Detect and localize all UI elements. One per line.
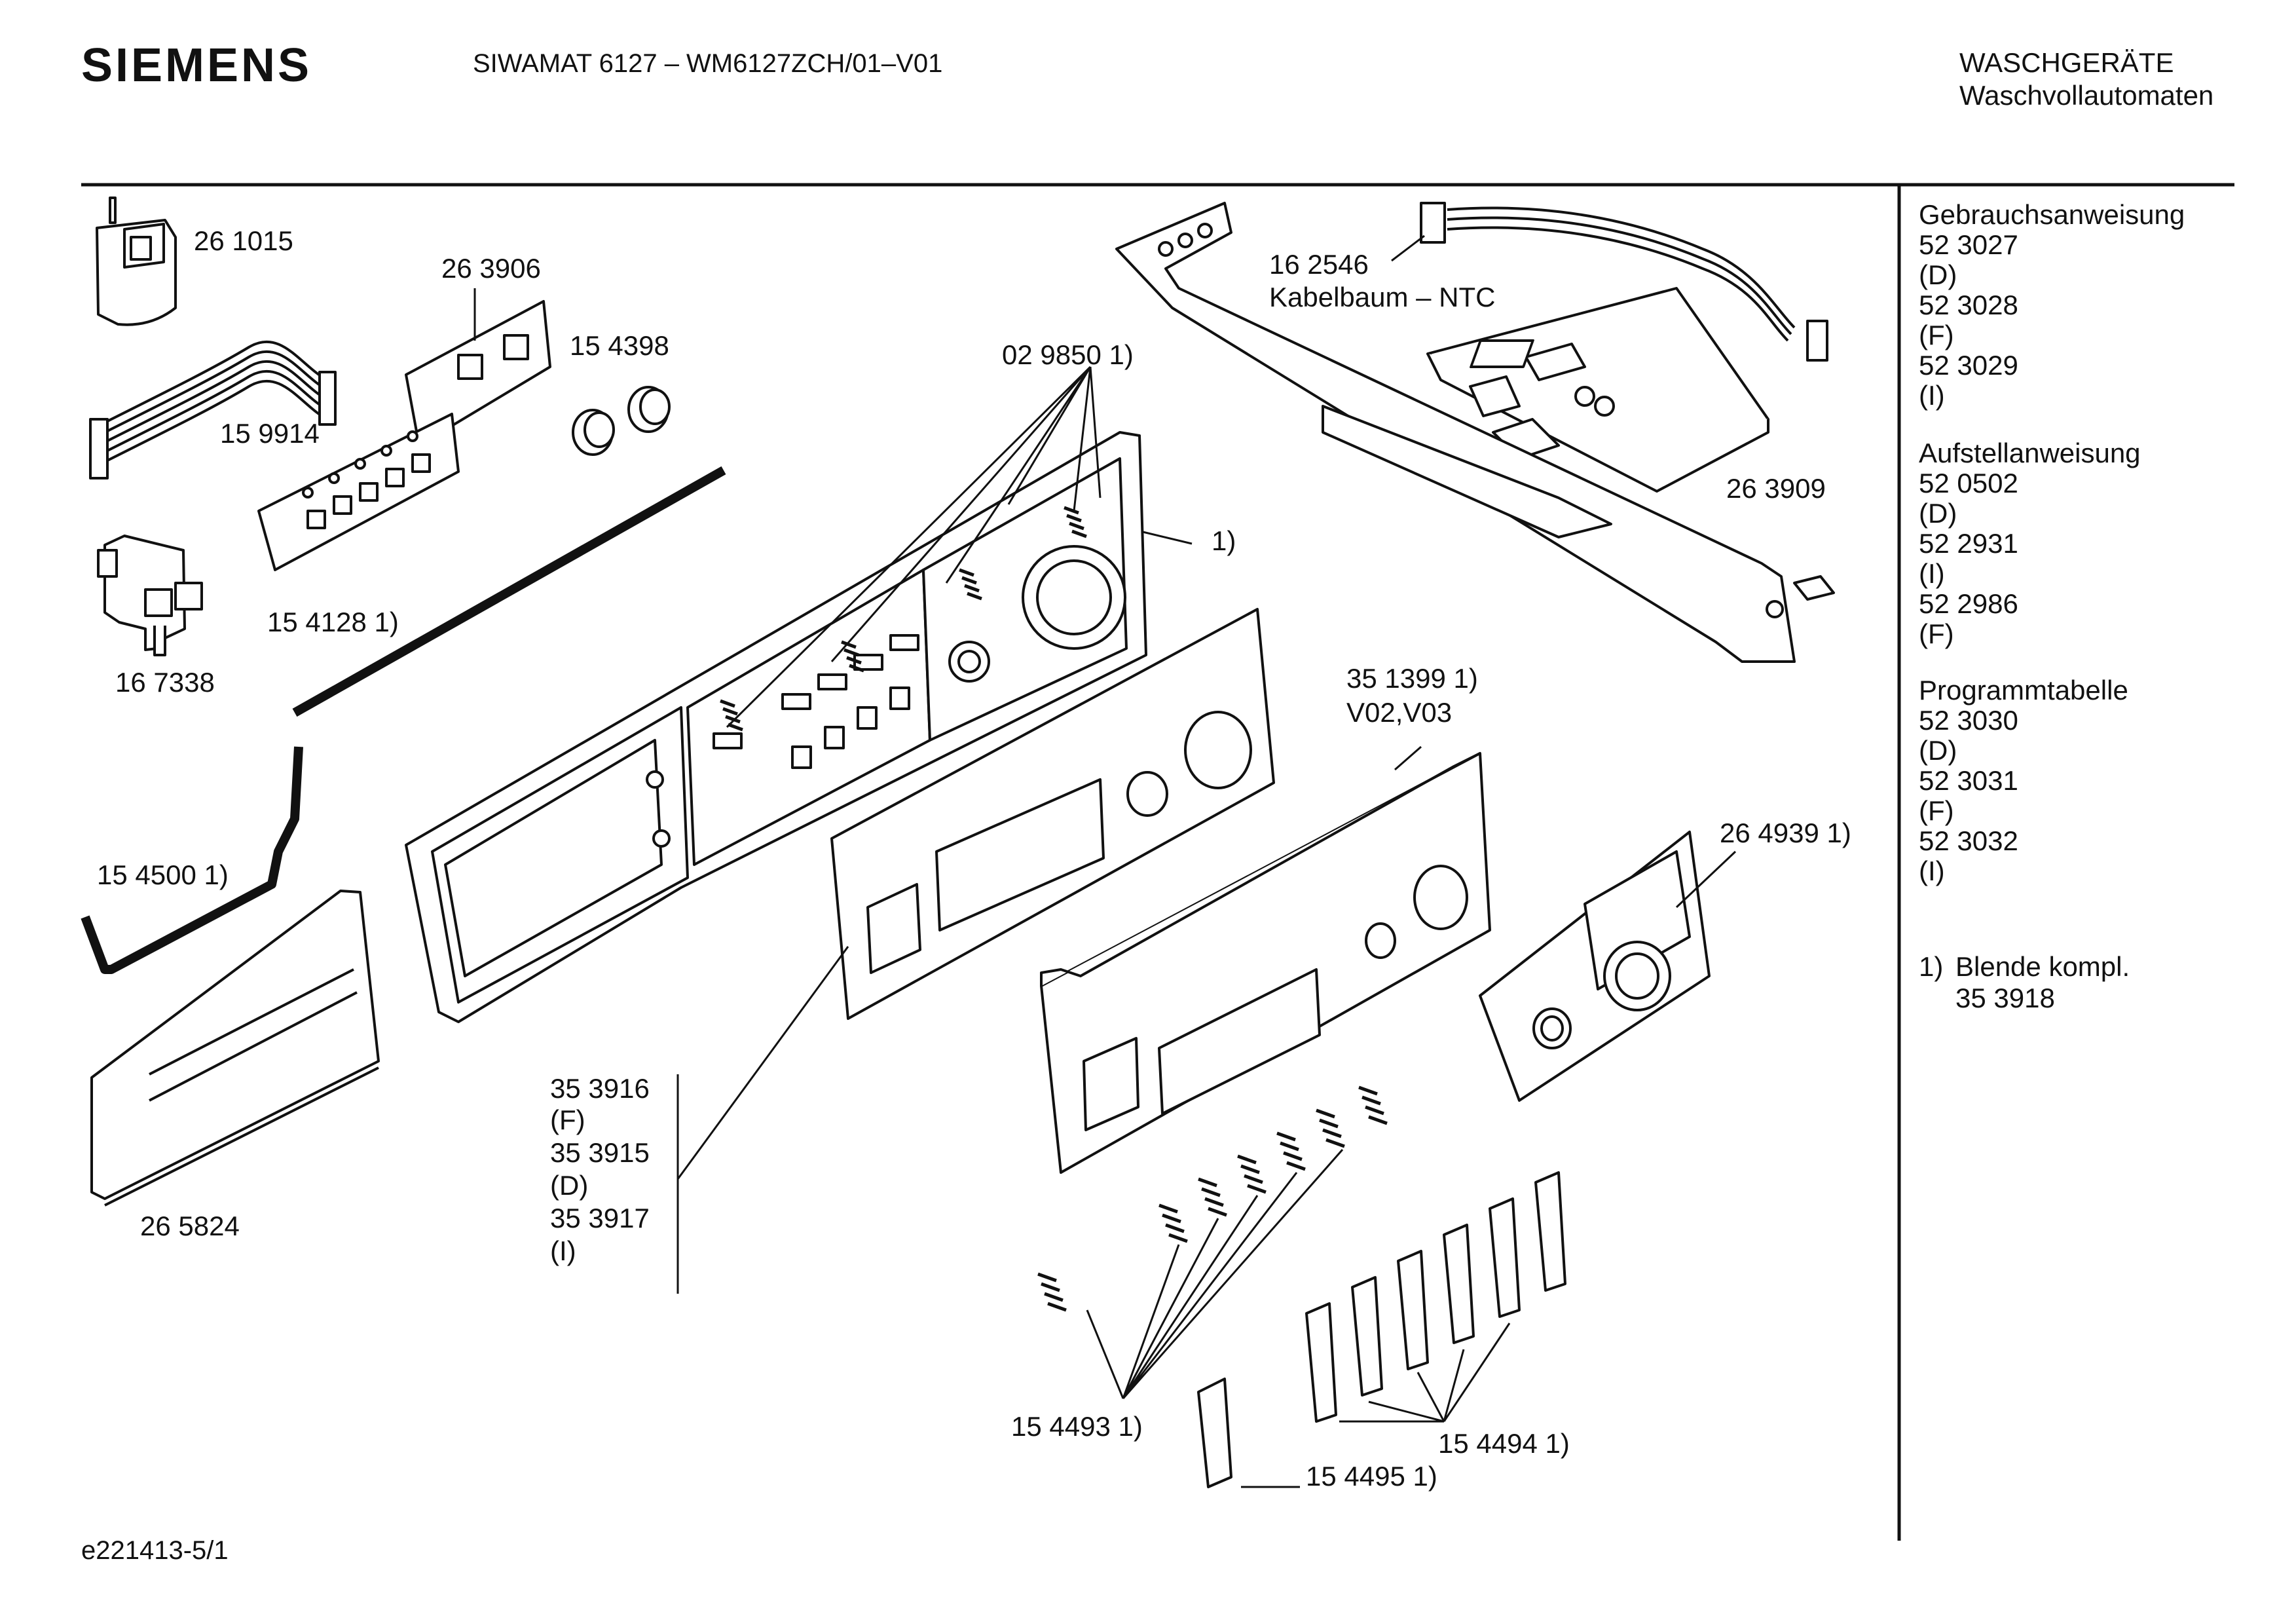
section-title: Programmtabelle — [1919, 675, 2128, 705]
part-label-353915-variant: (D) — [550, 1170, 588, 1201]
part-label-353917-variant: (I) — [550, 1235, 576, 1266]
part-drawing-351399-plate — [1040, 752, 1491, 1174]
part-drawing-263906 — [257, 300, 551, 571]
doc-number: 52 0502 — [1919, 468, 2018, 498]
leader-lines — [473, 235, 1737, 1488]
doc-language: (F) — [1919, 618, 1954, 649]
subcategory-title: Waschvollautomaten — [1959, 80, 2213, 111]
part-label-154493: 15 4493 1) — [1011, 1411, 1143, 1442]
part-drawing-167338 — [97, 535, 203, 656]
doc-language: (F) — [1919, 795, 1954, 826]
part-drawing-154494-buttons — [1305, 1171, 1566, 1423]
doc-number: 52 3032 — [1919, 825, 2018, 856]
part-label-154494: 15 4494 1) — [1438, 1428, 1570, 1459]
part-labels: 26 1015 26 3906 15 9914 15 4398 16 7338 … — [97, 225, 1851, 1492]
sidebar-section-programmtabelle: Programmtabelle 52 3030 (D) 52 3031 (F) … — [1919, 675, 2128, 886]
doc-number: 52 3030 — [1919, 705, 2018, 736]
part-drawing-159914 — [89, 340, 337, 479]
doc-language: (I) — [1919, 558, 1945, 589]
doc-number: 52 2931 — [1919, 528, 2018, 559]
section-title: Gebrauchsanweisung — [1919, 199, 2185, 230]
part-drawing-162546-cable — [1420, 202, 1828, 362]
footnote-marker: 1) — [1919, 951, 1943, 982]
doc-number: 52 3028 — [1919, 290, 2018, 320]
part-label-blende: 1) — [1212, 525, 1236, 556]
part-drawing-154500 — [81, 746, 303, 974]
part-label-351399: 35 1399 1) — [1346, 663, 1478, 694]
sidebar-section-gebrauchsanweisung: Gebrauchsanweisung 52 3027 (D) 52 3028 (… — [1919, 199, 2185, 411]
part-drawing-353916-foil — [830, 608, 1275, 1020]
part-label-353917: 35 3917 — [550, 1203, 650, 1233]
part-drawing-154398 — [572, 386, 671, 456]
sidebar-docs: Gebrauchsanweisung 52 3027 (D) 52 3028 (… — [1919, 199, 2185, 1013]
part-drawing-265824 — [90, 890, 380, 1207]
sidebar-section-aufstellanweisung: Aufstellanweisung 52 0502 (D) 52 2931 (I… — [1919, 438, 2141, 649]
doc-number: 52 3027 — [1919, 229, 2018, 260]
part-label-353915: 35 3915 — [550, 1137, 650, 1168]
doc-language: (D) — [1919, 735, 1957, 766]
doc-language: (F) — [1919, 320, 1954, 350]
part-label-353916-variant: (F) — [550, 1104, 585, 1135]
part-label-265824: 26 5824 — [140, 1211, 240, 1241]
part-drawing-154495-button — [1197, 1378, 1232, 1488]
part-label-162546: 16 2546 — [1269, 249, 1369, 280]
model-title: SIWAMAT 6127 – WM6127ZCH/01–V01 — [473, 49, 942, 78]
sidebar-footnote: 1) Blende kompl. 35 3918 — [1919, 951, 2130, 1013]
part-label-029850: 02 9850 1) — [1002, 339, 1134, 370]
drawing-id: e221413-5/1 — [81, 1536, 229, 1565]
part-drawing-bracket — [1115, 202, 1835, 663]
part-drawing-control-panel — [405, 431, 1147, 1023]
doc-language: (D) — [1919, 259, 1957, 290]
category-title: WASCHGERÄTE — [1959, 47, 2174, 78]
part-drawing-264939-selector — [1479, 831, 1711, 1102]
part-label-264939: 26 4939 1) — [1720, 817, 1851, 848]
doc-number: 52 3029 — [1919, 350, 2018, 381]
part-label-263909: 26 3909 — [1726, 473, 1826, 504]
doc-number: 52 2986 — [1919, 588, 2018, 619]
part-drawings — [81, 197, 1835, 1488]
part-label-154128: 15 4128 1) — [267, 607, 399, 637]
part-drawing-261015 — [96, 197, 177, 326]
part-label-351399-variant: V02,V03 — [1346, 697, 1452, 728]
doc-language: (I) — [1919, 380, 1945, 411]
part-label-154495: 15 4495 1) — [1306, 1461, 1437, 1492]
footnote-text: Blende kompl. — [1955, 951, 2130, 982]
brand-logo: SIEMENS — [81, 39, 312, 92]
part-drawing-154493-springs — [1037, 1085, 1388, 1312]
part-label-353916: 35 3916 — [550, 1073, 650, 1104]
footnote-part-number: 35 3918 — [1955, 983, 2055, 1013]
part-label-159914: 15 9914 — [220, 418, 320, 449]
doc-language: (I) — [1919, 855, 1945, 886]
part-drawing-263909-module — [1426, 287, 1769, 493]
part-label-167338: 16 7338 — [115, 667, 215, 698]
part-label-263906: 26 3906 — [441, 253, 541, 284]
part-label-154398: 15 4398 — [570, 330, 669, 361]
part-label-162546-desc: Kabelbaum – NTC — [1269, 282, 1496, 312]
doc-language: (D) — [1919, 498, 1957, 529]
part-label-261015: 26 1015 — [194, 225, 293, 256]
doc-number: 52 3031 — [1919, 765, 2018, 796]
part-drawing-154128 — [292, 466, 726, 717]
part-drawing-029850-springs — [720, 506, 1087, 732]
section-title: Aufstellanweisung — [1919, 438, 2141, 468]
part-label-154500: 15 4500 1) — [97, 859, 229, 890]
